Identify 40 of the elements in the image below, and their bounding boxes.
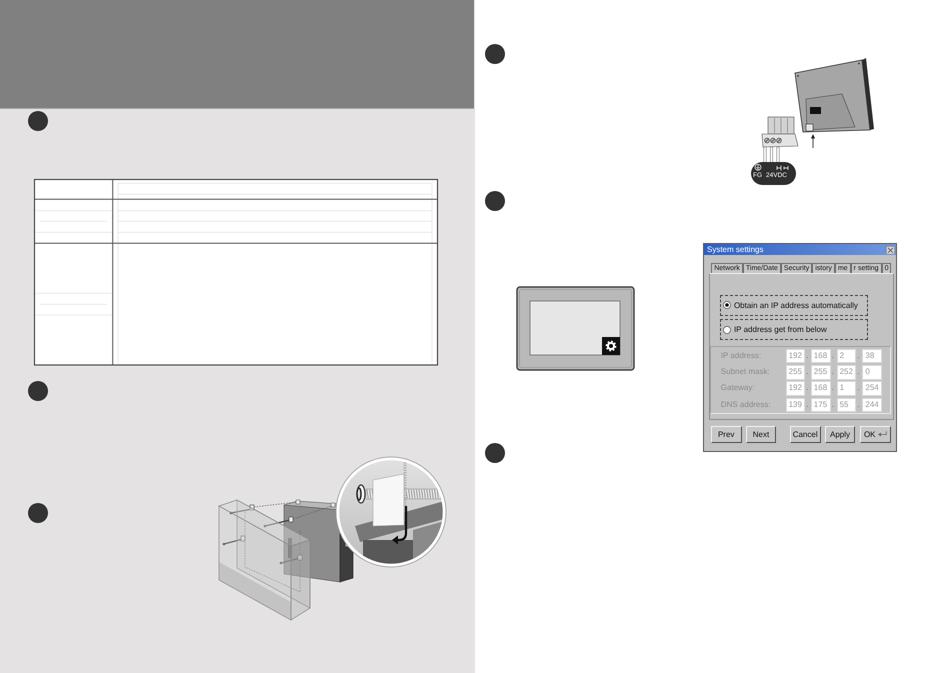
dot-separator: .	[806, 350, 809, 362]
ip-input-field: 2	[836, 349, 856, 364]
radio-option: IP address get from below	[720, 319, 868, 340]
dot-separator: .	[832, 350, 834, 362]
dot-separator: .	[857, 382, 860, 394]
ip-input-field: 55	[836, 398, 856, 412]
dot-separator: .	[832, 382, 834, 394]
field-label: Subnet mask:	[720, 366, 770, 378]
field-label: IP address:	[720, 350, 762, 362]
dot-separator: .	[832, 398, 834, 411]
dot-separator: .	[806, 398, 809, 411]
ip-input-field: 168	[810, 381, 831, 396]
dialog-button: OK	[860, 426, 891, 443]
ip-input-field: 38	[862, 349, 882, 364]
ip-input-field: 255	[786, 365, 806, 380]
ip-input-field: 175	[810, 398, 831, 412]
ip-input-field: 1	[836, 381, 856, 396]
dialog-button: Cancel	[790, 426, 821, 443]
ip-input-field: 192	[786, 381, 806, 396]
dialog-button: Apply	[824, 426, 856, 443]
dot-separator: .	[832, 366, 834, 378]
field-label: Gateway:	[720, 382, 755, 394]
dot-separator: .	[857, 398, 860, 411]
ip-input-field: 254	[862, 381, 882, 396]
field-label: DNS address:	[720, 398, 771, 411]
ip-input-field: 139	[786, 398, 806, 412]
ip-input-field: 168	[810, 349, 831, 364]
ip-input-field: 252	[836, 365, 856, 380]
dot-separator: .	[857, 366, 860, 378]
ip-input-field: 244	[862, 398, 882, 412]
ip-input-field: 0	[862, 365, 882, 380]
dot-separator: .	[806, 366, 809, 378]
dialog-button: Next	[746, 426, 776, 443]
radio-option: Obtain an IP address automatically	[720, 294, 868, 316]
dialog-button: Prev	[710, 426, 742, 443]
dot-separator: .	[857, 350, 860, 362]
ip-input-field: 192	[786, 349, 806, 364]
dialog-title: System settings	[707, 244, 764, 255]
dot-separator: .	[806, 382, 809, 394]
ip-input-field: 255	[810, 365, 831, 380]
